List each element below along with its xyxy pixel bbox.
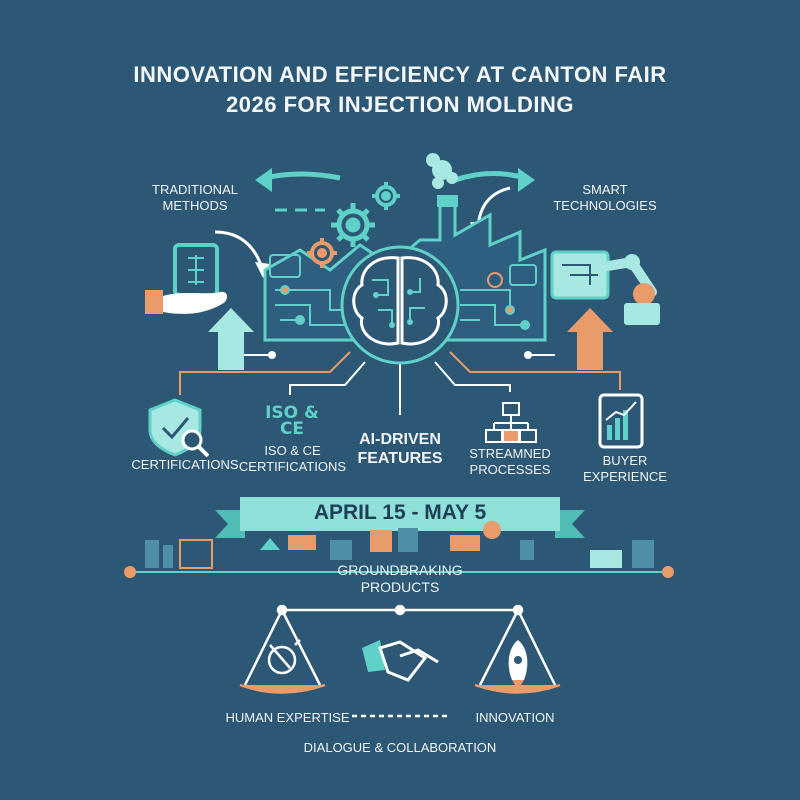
white-arrow-left	[214, 230, 270, 278]
certifications-label: CERTIFICATIONS	[131, 457, 239, 472]
date-ribbon	[215, 497, 585, 538]
title-line-1: INNOVATION AND EFFICIENCY AT CANTON FAIR	[133, 62, 667, 87]
streamlined-processes-label: STREAMNED PROCESSES	[469, 446, 551, 477]
brain-circuit-icon	[340, 245, 460, 365]
left-curved-arrow	[255, 168, 341, 192]
gear-icon	[331, 203, 375, 247]
hand-chip-icon	[145, 243, 228, 314]
human-expertise-label: HUMAN EXPERTISE	[225, 710, 350, 725]
tablet-chart-icon	[598, 393, 644, 449]
buyer-experience-label: BUYER EXPERIENCE	[583, 453, 667, 484]
gear-orange-icon	[307, 238, 337, 268]
iso-ce-certifications-label: ISO & CE CERTIFICATIONS	[238, 443, 347, 474]
product-skyline	[124, 521, 674, 578]
dialogue-collaboration-label: DIALOGUE & COLLABORATION	[303, 740, 497, 755]
traditional-methods-label: TRADITIONAL METHODS	[152, 182, 238, 213]
handshake-icon	[362, 640, 439, 682]
wrench-head-icon	[267, 639, 301, 675]
gear-small-icon	[372, 182, 400, 210]
groundbreaking-products-label: GROUNDBRAKING PRODUCTS	[337, 562, 463, 595]
iso-ce-logo: ISO & CE	[265, 403, 319, 439]
circuit-traces	[269, 254, 537, 330]
up-arrow-left-icon	[208, 308, 254, 370]
innovation-label: INNOVATION	[475, 710, 555, 725]
robot-arm-icon	[550, 250, 660, 325]
connector-lines	[179, 351, 621, 415]
right-curved-arrow	[454, 168, 535, 192]
balance-scale-icon	[239, 604, 561, 718]
smart-technologies-label: SMART TECHNOLOGIES	[553, 182, 657, 213]
rocket-icon	[508, 640, 528, 690]
flowchart-icon	[485, 402, 537, 443]
shield-magnifier-icon	[148, 398, 210, 458]
up-arrow-right-icon	[567, 308, 613, 370]
title-line-2: 2026 FOR INJECTION MOLDING	[226, 92, 574, 117]
smoke-icon	[426, 153, 458, 189]
event-dates: APRIL 15 - MAY 5	[313, 501, 487, 524]
ai-driven-features-label: AI-DRIVEN FEATURES	[357, 431, 443, 467]
